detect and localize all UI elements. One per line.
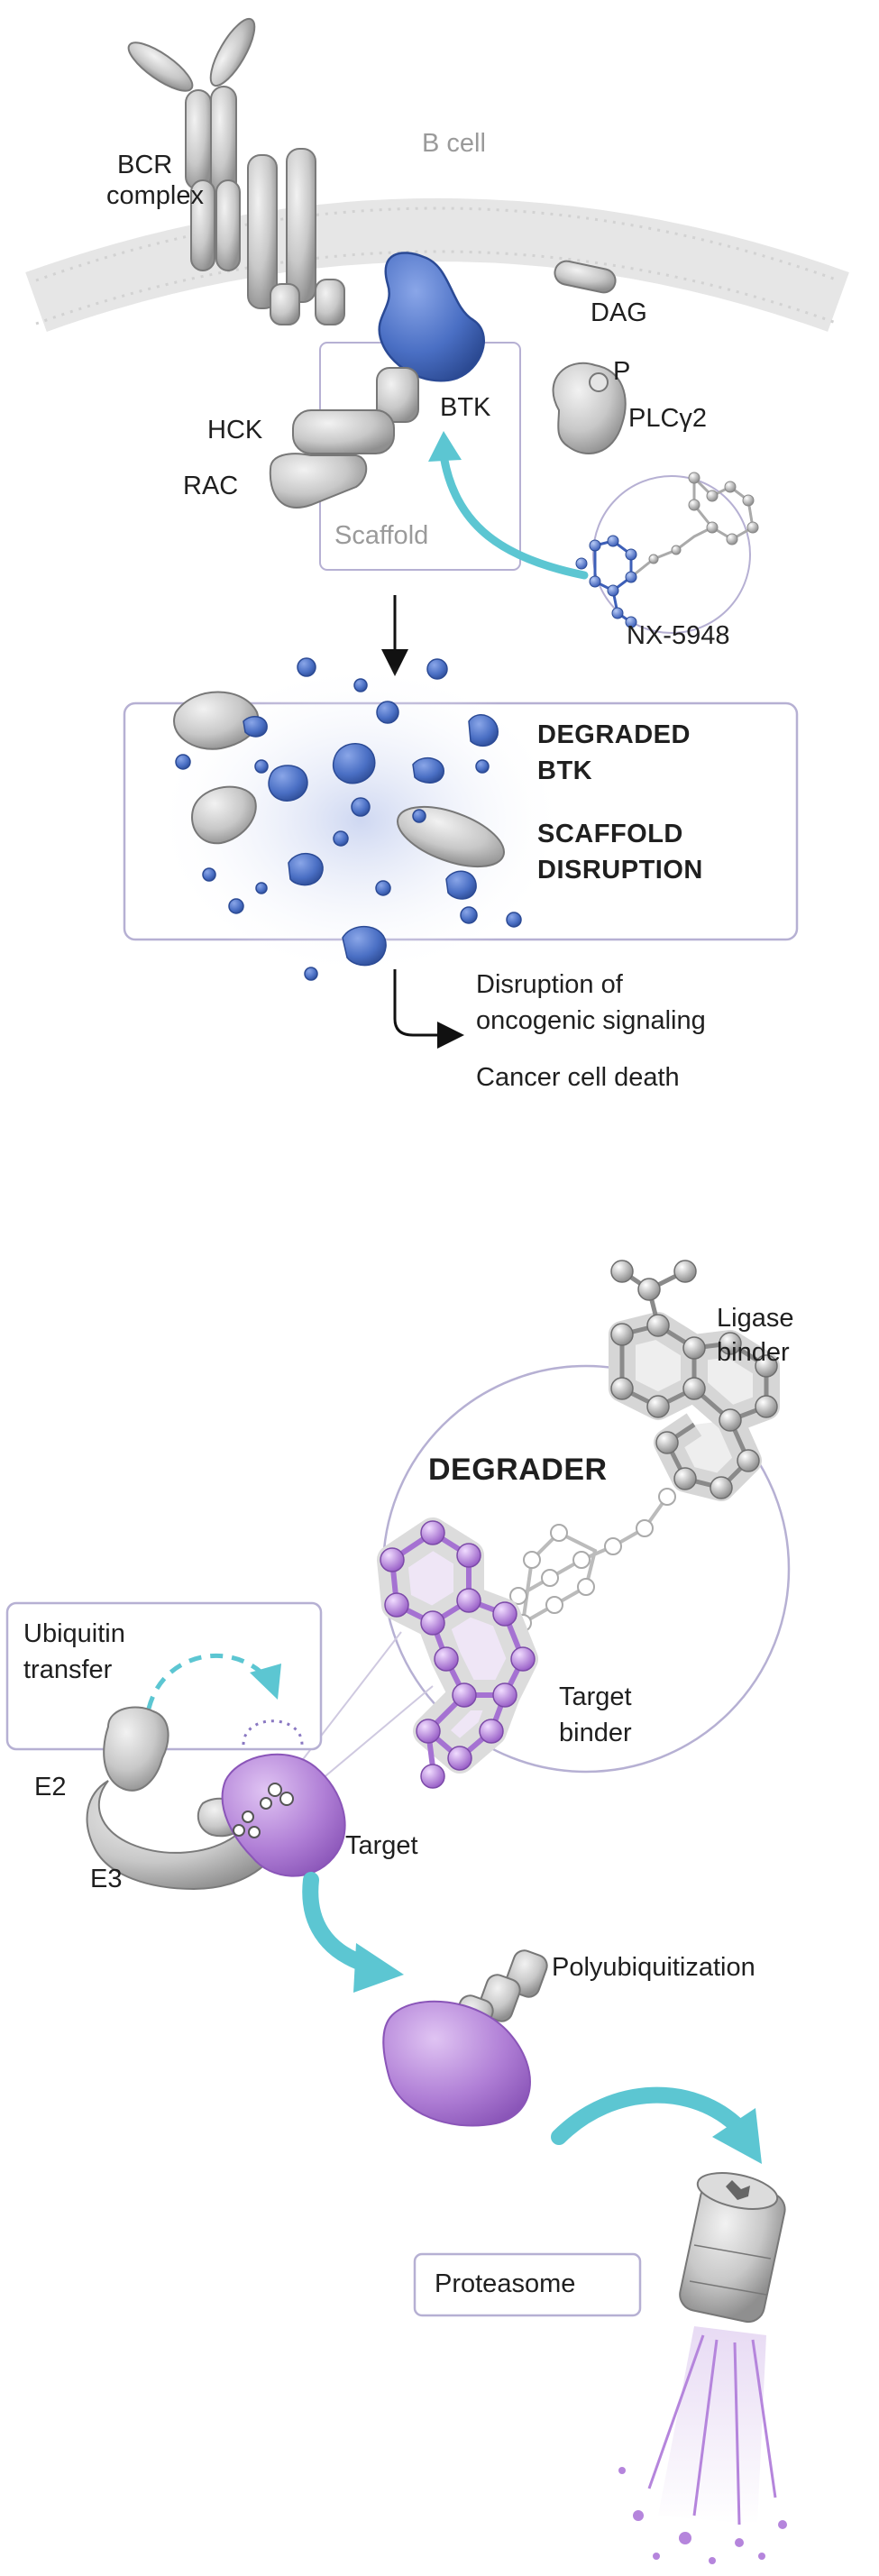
ubiquitin-dashed-arrow [146,1653,263,1710]
scaffold-disruption-line2: DISRUPTION [537,856,703,885]
outcome-line2: oncogenic signaling [476,1006,706,1035]
scaffold-disruption-line1: SCAFFOLD [537,820,683,848]
plcy2-label: PLCγ2 [628,404,708,433]
linker-molecule [509,1488,676,1632]
target-binder-molecule [377,1517,538,1789]
btk-label: BTK [440,393,491,422]
drug-to-btk-arrow [439,451,589,580]
dag-shape [554,260,617,294]
p-label: P [613,357,631,386]
ubiquitin-arrowhead [250,1664,281,1700]
target-binder-line1: Target [559,1682,632,1711]
ubiquitin-dotted-loop [242,1719,304,1746]
target-to-poly-arrowhead [353,1943,404,1993]
degraded-peptides-spray [618,2326,787,2564]
ubiquitin-line2: transfer [23,1655,113,1684]
degraded-fragments [173,657,522,981]
target-binder-line2: binder [559,1719,632,1747]
scaffold-label: Scaffold [334,521,429,550]
outcome-arrow [393,969,464,1049]
ligase-binder-molecule [609,1260,780,1501]
dag-label: DAG [591,298,647,327]
drug-to-btk-arrowhead [428,431,462,462]
bcr-label-line1: BCR [117,151,173,179]
cell-membrane [25,198,849,332]
outcome-line1: Disruption of [476,970,623,999]
nx-5948-label: NX-5948 [627,621,730,650]
degraded-label-line2: BTK [537,756,593,785]
target-label: Target [345,1831,418,1860]
e2-label: E2 [34,1773,67,1801]
proteasome-box [413,2252,642,2317]
nx-5948-molecule [575,472,759,634]
ligase-binder-line1: Ligase [717,1304,794,1333]
poly-to-proteasome-arrowhead [712,2108,762,2164]
hck-label: HCK [207,416,263,445]
polyubiquitization-label: Polyubiquitization [552,1953,755,1982]
target-bound-degrader [233,1783,294,1838]
poly-to-proteasome-arrow [551,2086,747,2145]
proteasome-shape [679,2172,786,2324]
proteasome-label: Proteasome [435,2269,576,2298]
btk-shape [378,252,485,382]
outcome-line3: Cancer cell death [476,1063,680,1092]
hck-rac-shapes [269,367,419,509]
b-cell-label: B cell [422,129,486,158]
ligase-binder-line2: binder [717,1338,790,1367]
bcr-complex-shape [127,17,345,325]
ubiquitin-line1: Ubiquitin [23,1619,125,1648]
degrader-title: DEGRADER [428,1453,608,1487]
degraded-label-line1: DEGRADED [537,720,691,749]
e2-e3-ligase-shape [86,1706,283,1891]
plcy2-shape [552,362,627,454]
bcr-label-line2: complex [106,181,204,210]
polyubiquitinated-target-shape [382,1949,548,2127]
e3-label: E3 [90,1865,123,1893]
rac-label: RAC [183,472,239,500]
target-shape [221,1753,346,1877]
